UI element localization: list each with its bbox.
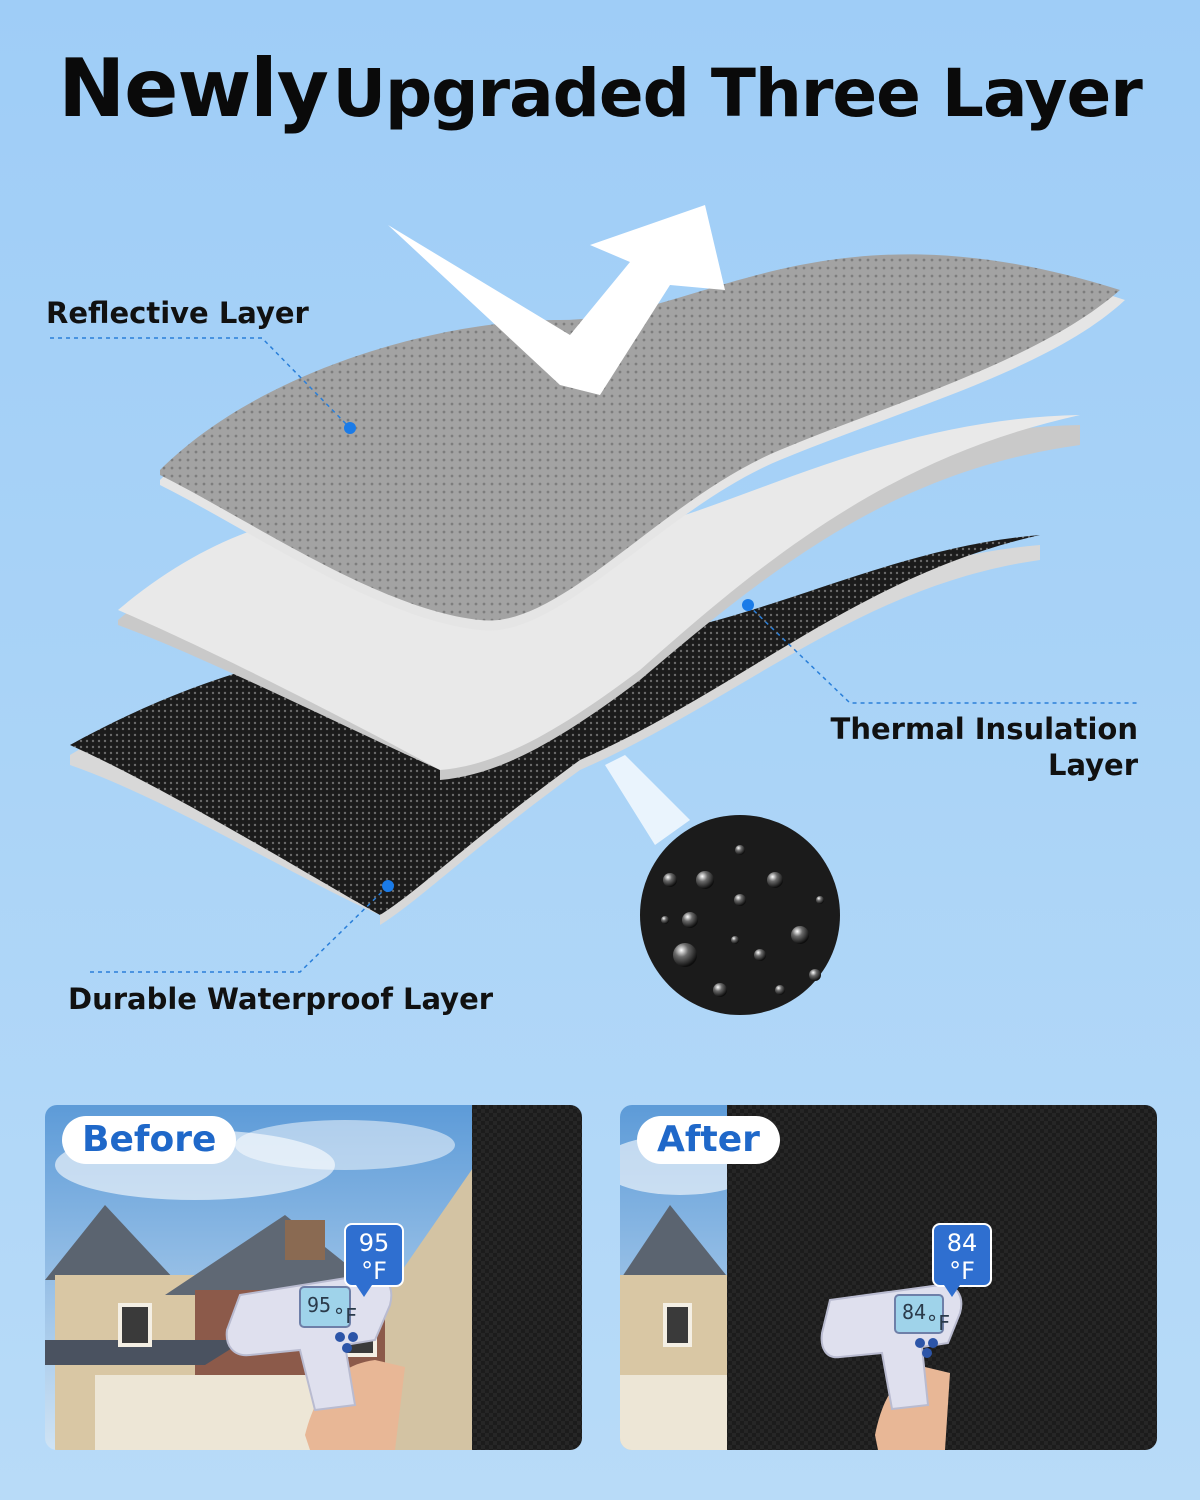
before-temp-bubble: 95 °F <box>344 1223 404 1297</box>
thermal-layer <box>118 415 1080 780</box>
water-droplet-detail <box>640 815 840 1015</box>
before-lcd-value: 95 <box>307 1293 331 1317</box>
headline-part1: Newly <box>58 42 329 135</box>
headline-part2: Upgraded Three Layer <box>332 55 1142 132</box>
reflect-arrow-icon <box>388 205 725 395</box>
label-waterproof-layer: Durable Waterproof Layer <box>68 982 494 1016</box>
before-temp-unit: °F <box>361 1257 387 1285</box>
after-thermometer: 84 °F <box>820 1283 963 1411</box>
leader-dot-waterproof <box>382 880 394 892</box>
before-scene: 95 °F <box>45 1105 582 1450</box>
headline: Newly Upgraded Three Layer <box>0 42 1200 135</box>
after-lcd-unit: °F <box>926 1311 950 1335</box>
after-label: After <box>637 1116 780 1164</box>
before-lcd-unit: °F <box>333 1304 357 1328</box>
before-label: Before <box>62 1116 237 1164</box>
after-panel: 84 °F After 84 °F <box>620 1105 1157 1450</box>
before-thermometer: 95 °F <box>225 1273 393 1412</box>
after-temp-bubble: 84 °F <box>932 1223 992 1297</box>
label-thermal-line1: Thermal Insulation <box>830 712 1138 746</box>
after-lcd-value: 84 <box>902 1300 926 1324</box>
before-temp-value: 95 <box>358 1229 390 1257</box>
before-panel: 95 °F Before 95 °F <box>45 1105 582 1450</box>
after-temp-unit: °F <box>949 1257 975 1285</box>
reflective-layer <box>160 254 1125 631</box>
layers-illustration <box>50 205 1138 1015</box>
after-scene: 84 °F <box>620 1105 1157 1450</box>
leader-dot-reflective <box>344 422 356 434</box>
magnifier-beam <box>605 755 690 845</box>
label-reflective-layer: Reflective Layer <box>46 296 309 330</box>
after-temp-value: 84 <box>946 1229 978 1257</box>
label-thermal-layer: Thermal Insulation Layer <box>831 712 1138 782</box>
label-thermal-line2: Layer <box>1047 748 1138 782</box>
leader-dot-thermal <box>742 599 754 611</box>
leader-lines <box>50 337 1138 973</box>
